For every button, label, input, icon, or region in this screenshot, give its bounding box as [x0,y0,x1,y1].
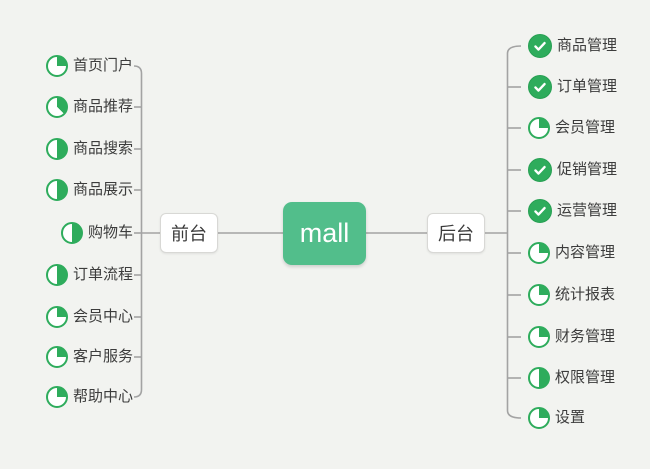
topic-label: 商品搜索 [72,140,133,157]
topic-label: 财务管理 [555,328,616,345]
mindmap-topic[interactable]: 订单流程 [45,263,133,287]
mindmap-topic[interactable]: 商品搜索 [45,137,133,161]
topic-label: 运营管理 [557,202,618,219]
progress-pie-icon [45,386,68,408]
topic-label: 商品推荐 [72,98,133,115]
branch-node-frontend[interactable]: 前台 [160,213,218,253]
mindmap-topic[interactable]: 帮助中心 [45,385,133,409]
mindmap-topic[interactable]: 订单管理 [528,75,617,99]
root-node-mall[interactable]: mall [283,202,366,265]
progress-pie-icon [45,138,68,160]
branch-node-label: 后台 [438,224,474,244]
topic-label: 商品管理 [557,37,618,54]
mindmap-topic[interactable]: 购物车 [60,221,133,245]
check-done-icon [528,34,552,58]
progress-pie-icon [528,407,550,429]
mindmap-topic[interactable]: 首页门户 [45,54,133,78]
mindmap-topic[interactable]: 会员管理 [528,116,615,140]
mindmap-topic[interactable]: 统计报表 [528,283,615,307]
topic-label: 订单管理 [557,78,618,95]
progress-pie-icon [45,55,68,77]
progress-pie-icon [60,222,83,244]
topic-label: 促销管理 [557,161,618,178]
check-done-icon [528,158,552,182]
branch-node-label: 前台 [171,224,207,244]
mindmap-topic[interactable]: 促销管理 [528,158,617,182]
mindmap-topic[interactable]: 会员中心 [45,305,133,329]
topic-label: 内容管理 [555,244,616,261]
progress-pie-icon [45,264,68,286]
mindmap-topic[interactable]: 运营管理 [528,199,617,223]
progress-pie-icon [45,306,68,328]
progress-pie-icon [45,96,68,118]
check-done-icon [528,199,552,223]
mindmap-topic[interactable]: 商品展示 [45,178,133,202]
progress-pie-icon [45,179,68,201]
mindmap-topic[interactable]: 商品管理 [528,34,617,58]
mindmap-topic[interactable]: 客户服务 [45,345,133,369]
topic-label: 订单流程 [72,266,133,283]
progress-pie-icon [528,242,550,264]
topic-label: 首页门户 [72,57,133,74]
root-node-label: mall [299,218,350,248]
mindmap-topic[interactable]: 内容管理 [528,241,615,265]
topic-label: 会员管理 [555,119,616,136]
mindmap-topic[interactable]: 权限管理 [528,366,615,390]
topic-label: 统计报表 [555,286,616,303]
topic-label: 商品展示 [72,181,133,198]
topic-label: 权限管理 [555,369,616,386]
progress-pie-icon [528,284,550,306]
progress-pie-icon [45,346,68,368]
mindmap-topic[interactable]: 商品推荐 [45,95,133,119]
branch-node-backend[interactable]: 后台 [427,213,485,253]
mindmap-topic[interactable]: 设置 [528,406,585,430]
mindmap-topic[interactable]: 财务管理 [528,325,615,349]
topic-label: 购物车 [87,224,133,241]
progress-pie-icon [528,117,550,139]
check-done-icon [528,75,552,99]
topic-label: 会员中心 [72,308,133,325]
topic-label: 帮助中心 [72,388,133,405]
topic-label: 客户服务 [72,348,133,365]
progress-pie-icon [528,367,550,389]
topic-label: 设置 [555,409,586,426]
progress-pie-icon [528,326,550,348]
